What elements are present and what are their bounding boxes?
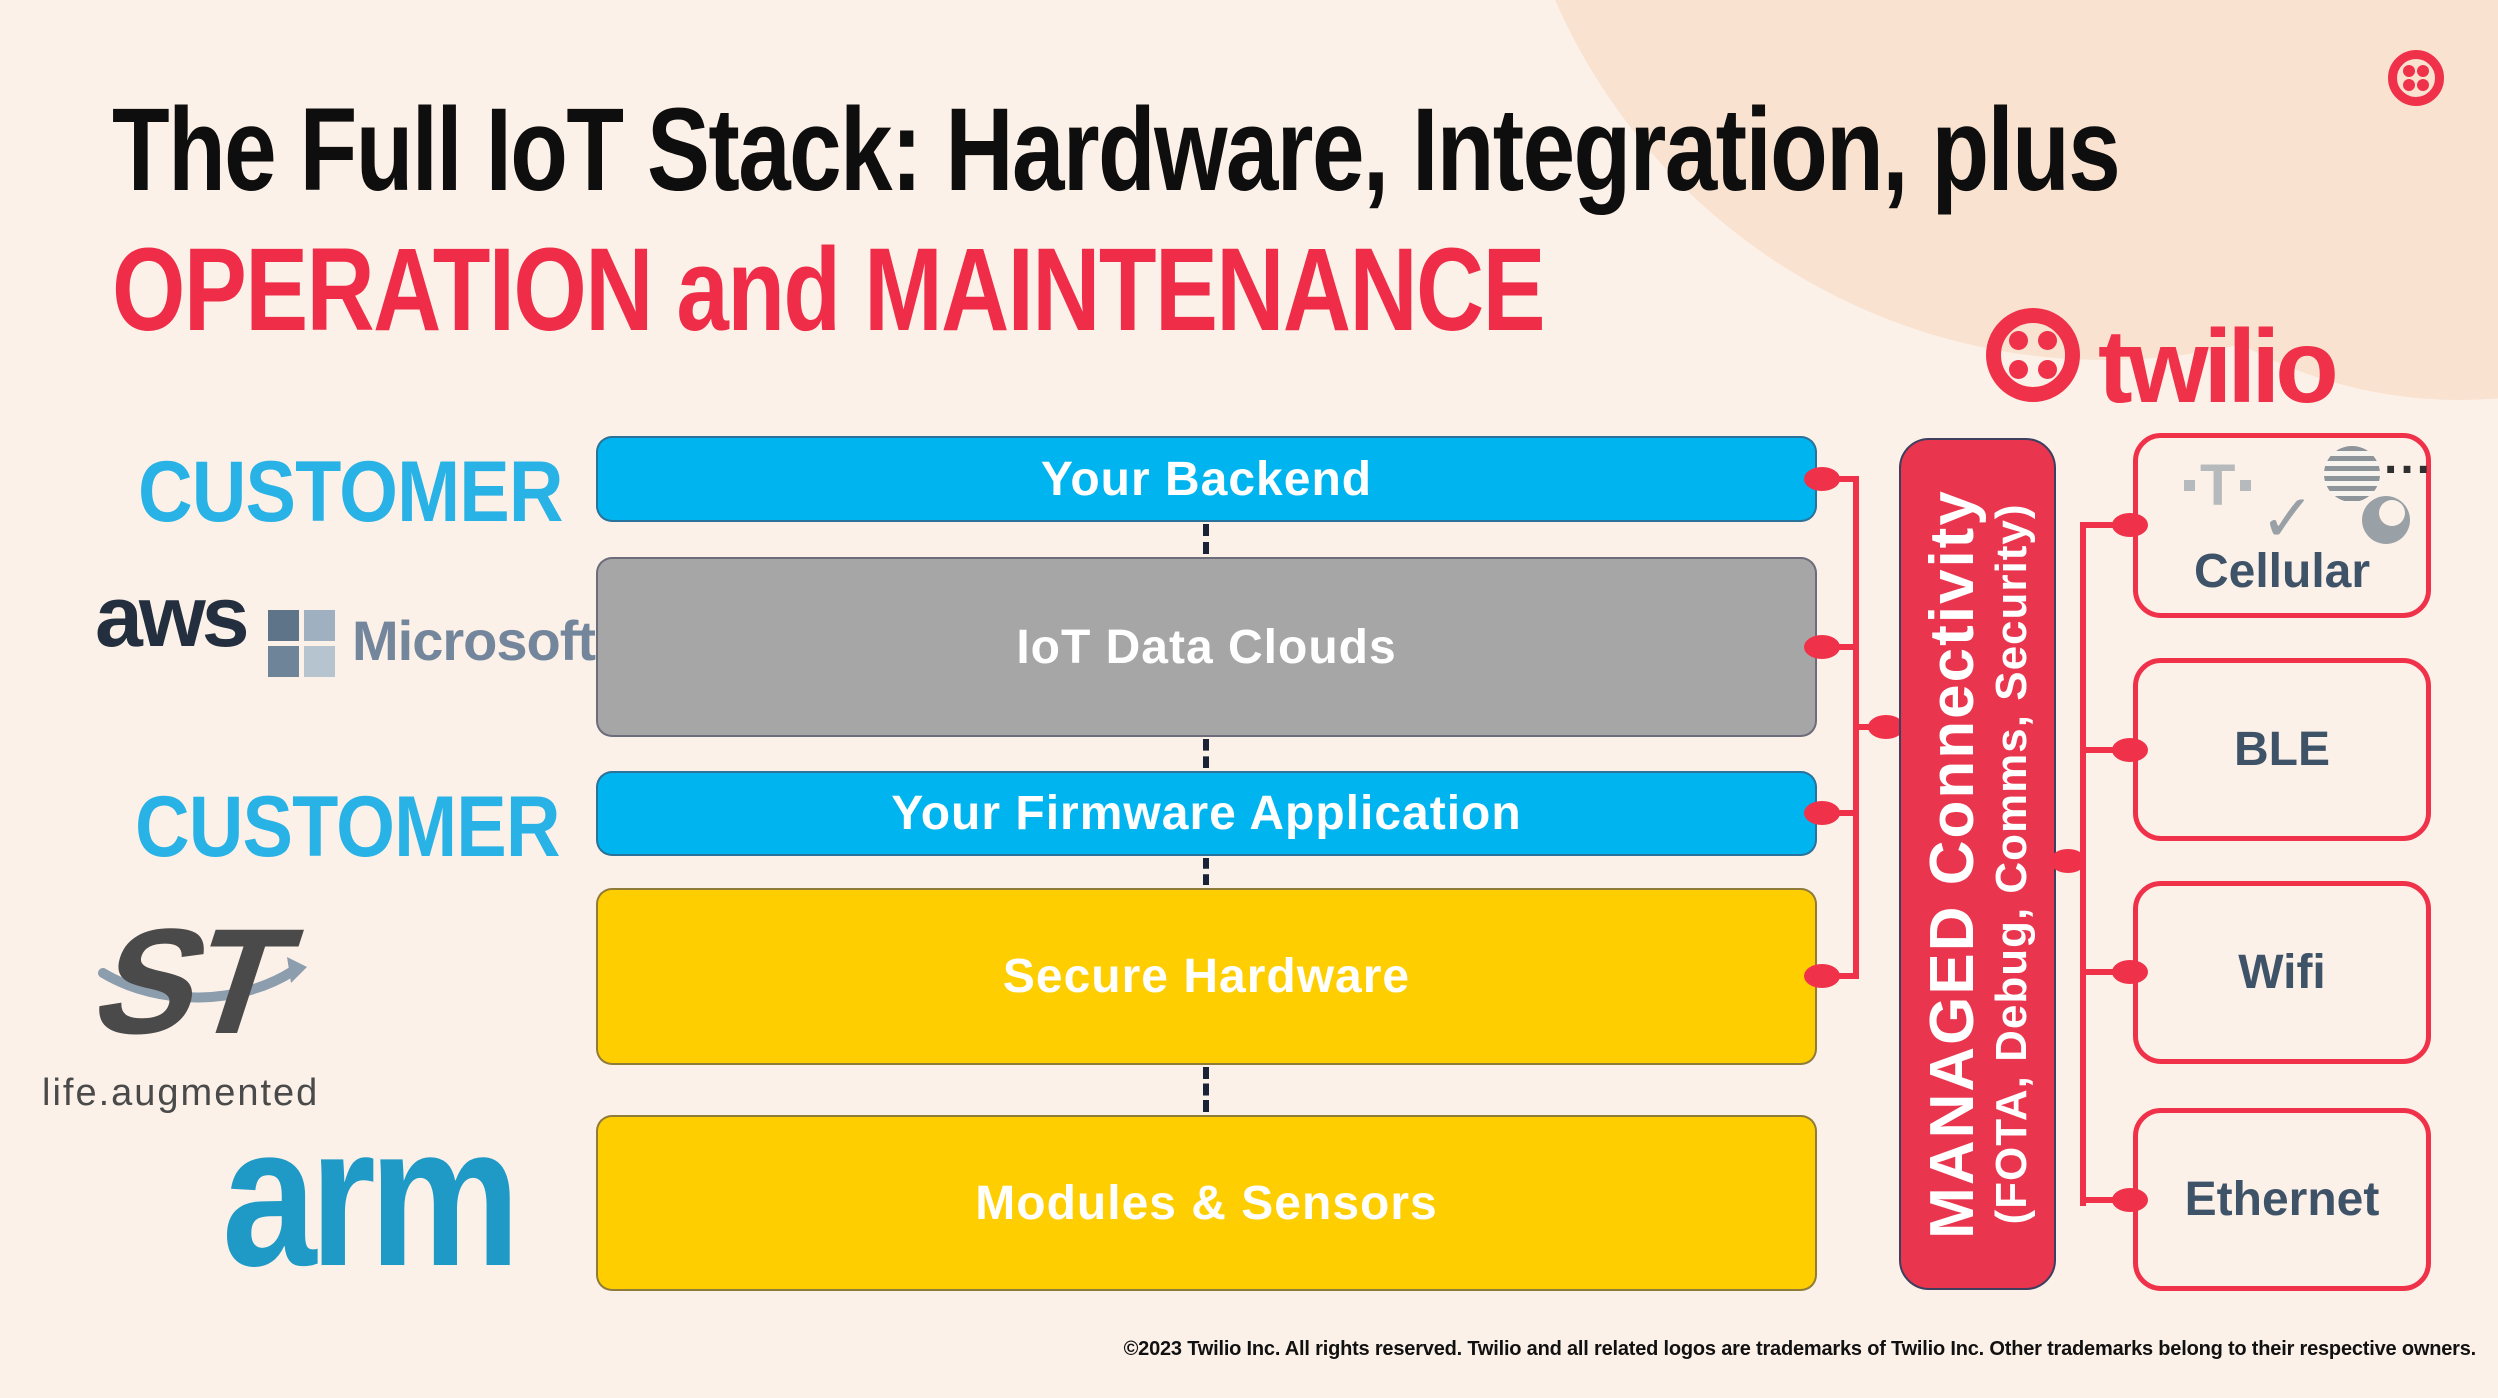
stack-box-secure-hardware: Secure Hardware: [596, 888, 1817, 1065]
verizon-check-icon: ✓: [2260, 481, 2316, 555]
twilio-logo-icon: [1986, 308, 2080, 402]
connector-dot: [1868, 715, 1904, 739]
connector-line: [2080, 747, 2135, 753]
connectivity-box-wifi: Wifi: [2133, 881, 2431, 1064]
connector-dot: [2112, 960, 2148, 984]
connector-dot: [2112, 513, 2148, 537]
vodafone-icon: [2362, 496, 2410, 544]
connector-line: [2080, 969, 2135, 975]
aws-swoosh-icon: [98, 957, 307, 1003]
connector-dot: [1804, 801, 1840, 825]
connectivity-box-ethernet: Ethernet: [2133, 1108, 2431, 1291]
managed-connectivity-subtitle: (FOTA, Debug, Comms, Security): [1986, 503, 2036, 1225]
managed-connectivity-bar: MANAGED Connectivity (FOTA, Debug, Comms…: [1899, 438, 2056, 1290]
connector-dot: [1804, 964, 1840, 988]
twilio-bug-icon: [2388, 50, 2444, 106]
stack-box-iot-data-clouds: IoT Data Clouds: [596, 557, 1817, 737]
connectivity-box-ble: BLE: [2133, 658, 2431, 841]
microsoft-logo: Microsoft: [352, 609, 596, 672]
connectivity-box-cellular: T ✓ ... Cellular: [2133, 431, 2434, 618]
more-carriers-ellipsis: ...: [2384, 431, 2434, 484]
stack-box-label: IoT Data Clouds: [1016, 620, 1397, 674]
connectivity-label: Cellular: [2193, 545, 2371, 598]
connector-line: [2080, 1197, 2135, 1203]
connector-dot: [2112, 1188, 2148, 1212]
managed-connectivity-text: MANAGED Connectivity (FOTA, Debug, Comms…: [1917, 438, 2037, 1290]
stack-box-modules-sensors: Modules & Sensors: [596, 1115, 1817, 1291]
stack-box-label: Your Backend: [1040, 452, 1373, 506]
customer-label-top: CUSTOMER: [138, 444, 564, 540]
dashed-connector: [1203, 1067, 1209, 1112]
managed-connectivity-title: MANAGED Connectivity: [1917, 489, 1987, 1239]
aws-logo: aws: [95, 569, 250, 665]
page-title-line1: The Full IoT Stack: Hardware, Integratio…: [112, 84, 2121, 216]
page-title-line2: OPERATION and MAINTENANCE: [112, 224, 1546, 356]
dashed-connector: [1203, 524, 1209, 554]
dashed-connector: [1203, 739, 1209, 768]
twilio-wordmark: twilio: [2098, 309, 2339, 425]
copyright-notice: ©2023 Twilio Inc. All rights reserved. T…: [1123, 1338, 2477, 1360]
att-globe-icon: [2324, 446, 2380, 502]
connector-line: [2080, 522, 2135, 528]
stack-box-your-backend: Your Backend: [596, 436, 1817, 522]
connector-vertical-line: [2080, 522, 2086, 1206]
st-tagline: life.augmented: [42, 1072, 320, 1114]
stack-box-label: Secure Hardware: [1002, 950, 1411, 1003]
connector-dot: [2112, 738, 2148, 762]
customer-label-mid: CUSTOMER: [135, 779, 561, 875]
connector-line: [2056, 858, 2084, 864]
tmobile-icon: T: [2184, 452, 2252, 519]
arm-logo: arm: [222, 1085, 520, 1308]
stack-box-label: Modules & Sensors: [975, 1176, 1438, 1230]
dashed-connector: [1203, 858, 1209, 885]
stack-box-label: Your Firmware Application: [891, 787, 1522, 840]
connector-dot: [1804, 635, 1840, 659]
connectivity-label: BLE: [2234, 723, 2330, 776]
connectivity-label: Ethernet: [2184, 1173, 2380, 1226]
connector-dot: [1804, 467, 1840, 491]
connectivity-label: Wifi: [2238, 946, 2326, 999]
microsoft-squares-icon: [268, 610, 335, 677]
stack-box-your-firmware-application: Your Firmware Application: [596, 771, 1817, 856]
